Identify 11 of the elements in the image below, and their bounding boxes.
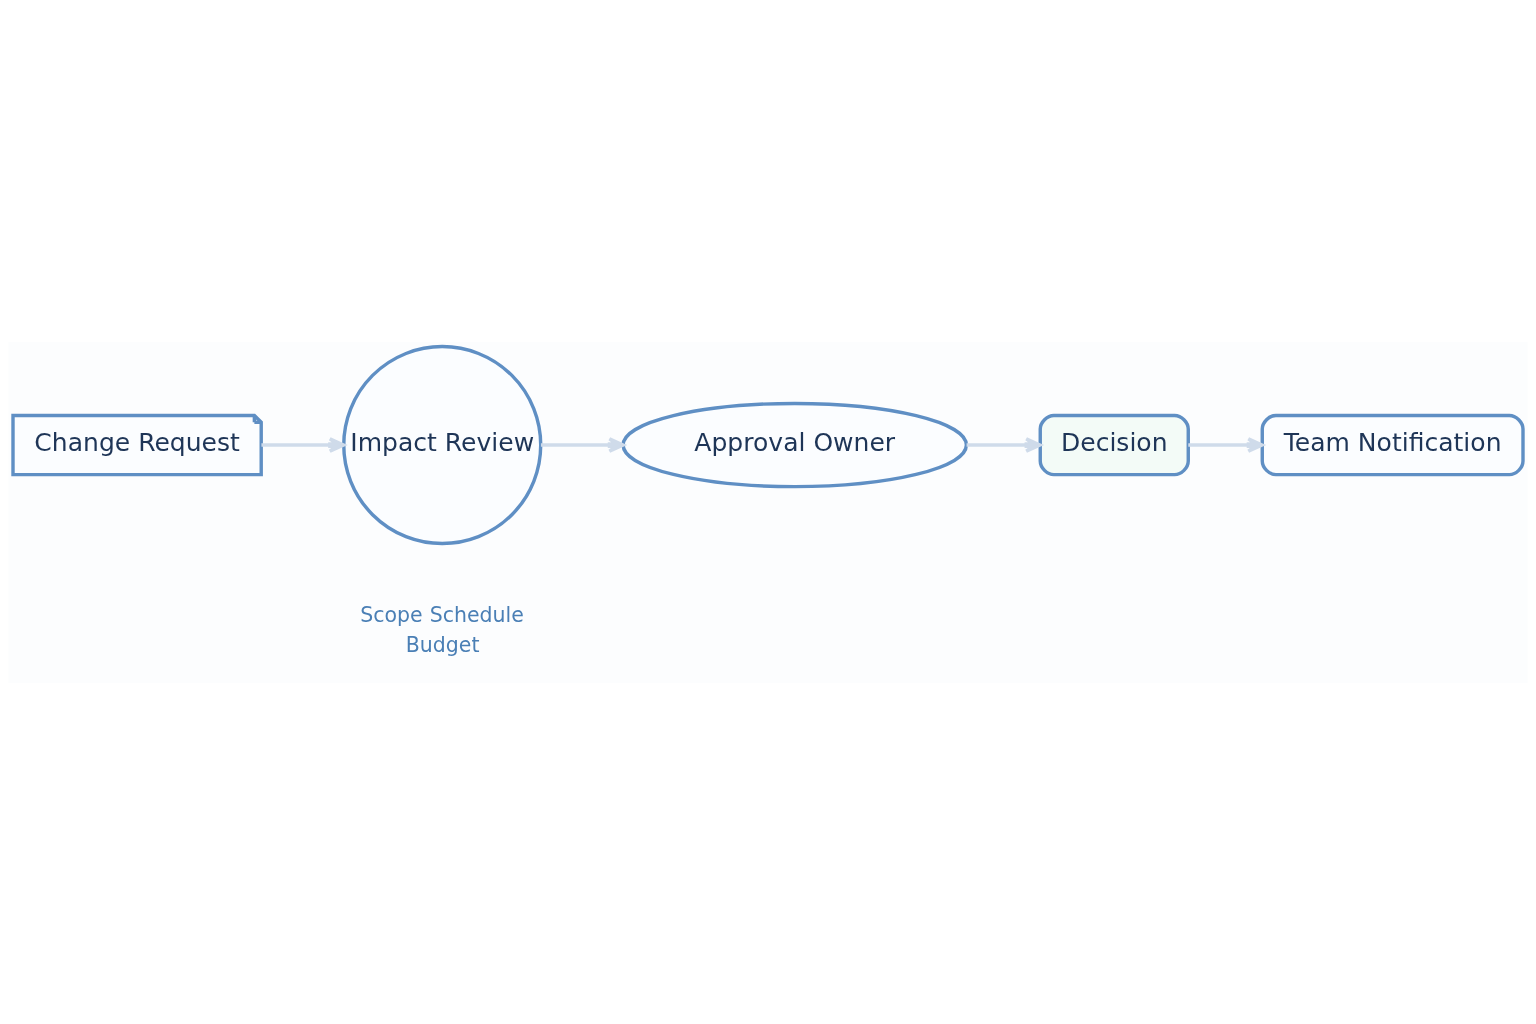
node-label: Budget xyxy=(405,632,480,657)
node-label: Scope xyxy=(360,602,423,627)
node-ellipse: Approval Owner xyxy=(621,401,969,488)
arrow xyxy=(966,436,1042,453)
node-label: Schedule xyxy=(429,602,524,627)
arrow xyxy=(540,436,625,453)
arrow xyxy=(261,436,346,453)
node-box: Team Notification xyxy=(1260,413,1525,476)
arrow xyxy=(1188,436,1264,453)
node-box: Decision xyxy=(1038,413,1190,476)
node-circle: Impact Review xyxy=(342,344,543,545)
